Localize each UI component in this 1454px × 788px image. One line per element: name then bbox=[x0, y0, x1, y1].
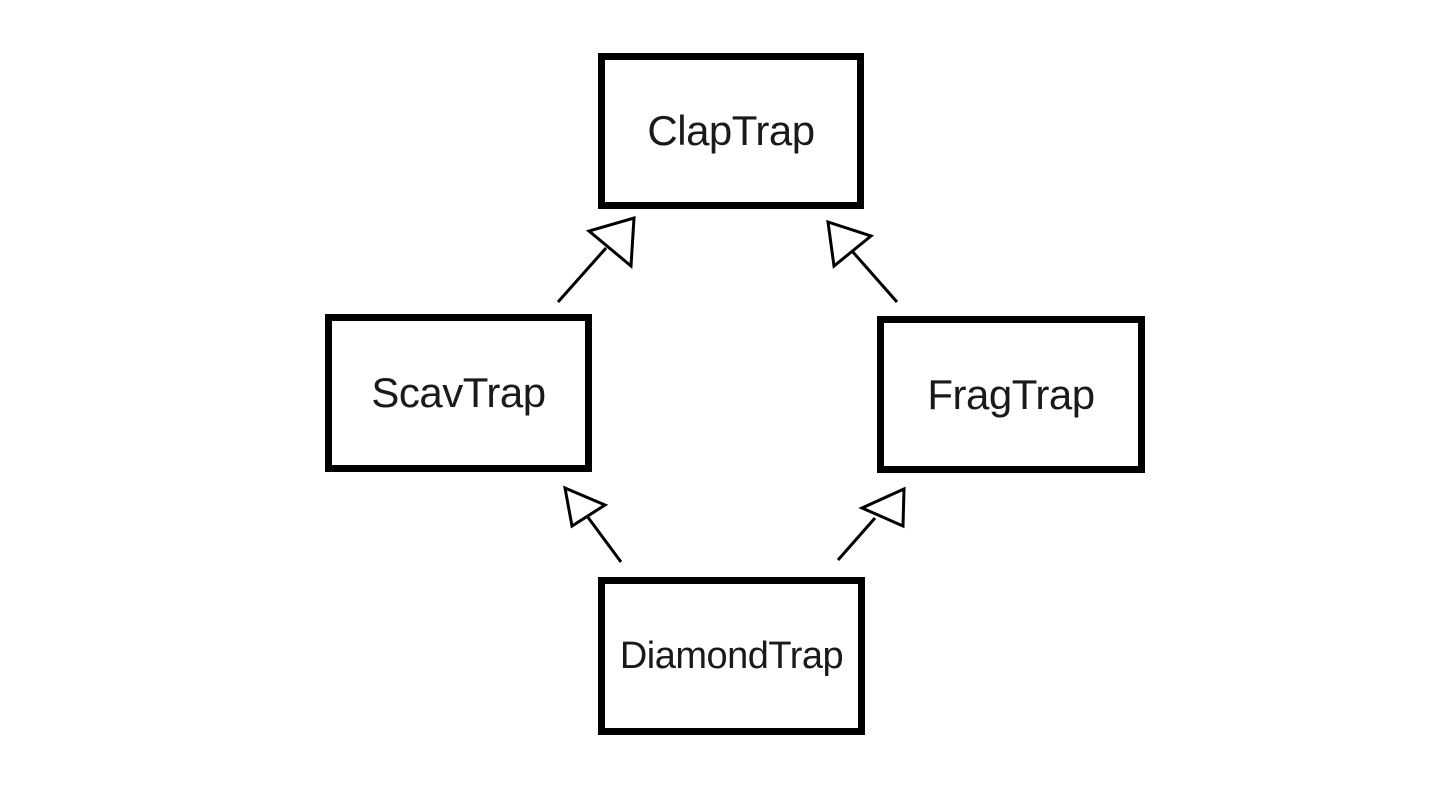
fragtrap-label: FragTrap bbox=[927, 370, 1095, 418]
diamondtrap-label: DiamondTrap bbox=[619, 634, 844, 677]
arrow-scavtrap-to-claptrap bbox=[556, 215, 636, 303]
arrow-diamondtrap-to-scavtrap bbox=[563, 485, 623, 563]
claptrap-label: ClapTrap bbox=[647, 107, 815, 154]
scavtrap-node: ScavTrap bbox=[325, 314, 592, 472]
scavtrap-label: ScavTrap bbox=[371, 369, 546, 416]
diamondtrap-node: DiamondTrap bbox=[598, 577, 865, 735]
fragtrap-node: FragTrap bbox=[877, 316, 1145, 473]
claptrap-node: ClapTrap bbox=[598, 53, 864, 209]
arrow-diamondtrap-to-fragtrap bbox=[836, 486, 906, 561]
arrow-fragtrap-to-claptrap bbox=[826, 219, 899, 303]
